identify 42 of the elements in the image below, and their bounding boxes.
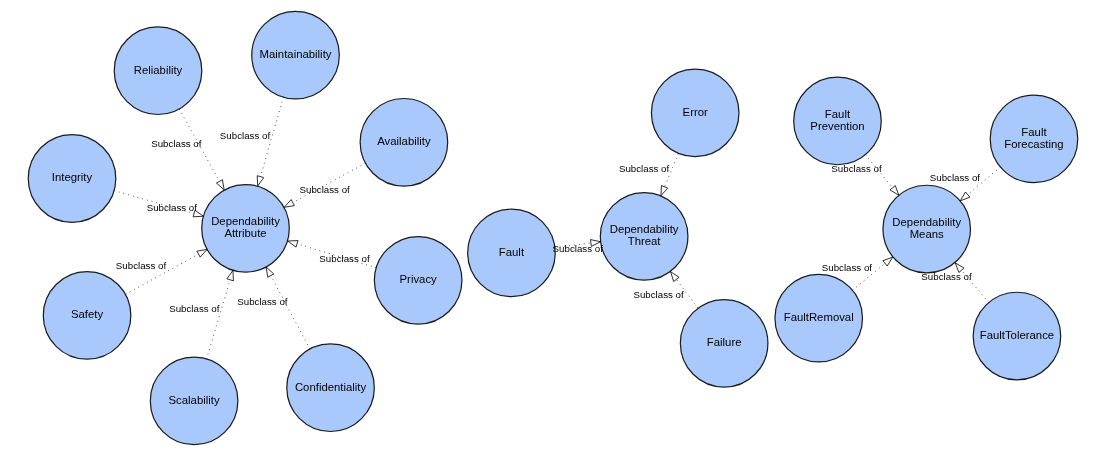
edge-label: Subclass of [632,288,684,300]
node-circle: Availability [359,97,448,187]
arrow [669,271,698,309]
node-circle: Dependability Attribute [200,183,290,273]
edge-label: Subclass of [150,138,201,150]
arrow [864,154,899,196]
node-circle: Integrity [27,134,116,223]
edge-label: Subclass of [929,172,980,184]
node-circle: Privacy [373,235,463,325]
edge-label: Subclass of [299,184,350,196]
edge-label: Subclass of [920,271,972,283]
node-circle: FaultRemoval [773,273,863,363]
arrow [283,162,366,208]
arrow [286,240,377,269]
node-circle: Maintainability [250,10,340,100]
arrow [205,270,234,360]
node-circle: Error [650,68,740,158]
node-circle: Failure [679,298,769,388]
edge-label: Subclass of [115,259,166,271]
node-circle: Reliability [113,26,202,116]
edge-label: Subclass of [146,202,197,214]
arrow [256,96,284,187]
edge-label: Subclass of [168,302,219,314]
edge-label: Subclass of [830,163,882,175]
edge-label: Subclass of [236,296,287,307]
node-circle: Fault Prevention [792,76,882,166]
arrow [959,166,1001,202]
node-circle: Fault Forecasting [989,94,1078,184]
arrow [113,190,204,218]
node-circle: FaultTolerance [972,291,1061,381]
arrow [659,153,679,197]
edge-label: Subclass of [219,130,270,142]
node-circle: Safety [42,271,131,360]
arrow [954,262,989,303]
edge-label: Subclass of [618,162,669,174]
edge-label: Subclass of [821,262,872,274]
arrow [265,266,310,350]
edge-label: Subclass of [318,253,370,265]
arrow [851,256,893,291]
node-circle: Scalability [149,356,238,446]
node-circle: Confidentiality [285,343,375,433]
arrow [178,108,225,191]
